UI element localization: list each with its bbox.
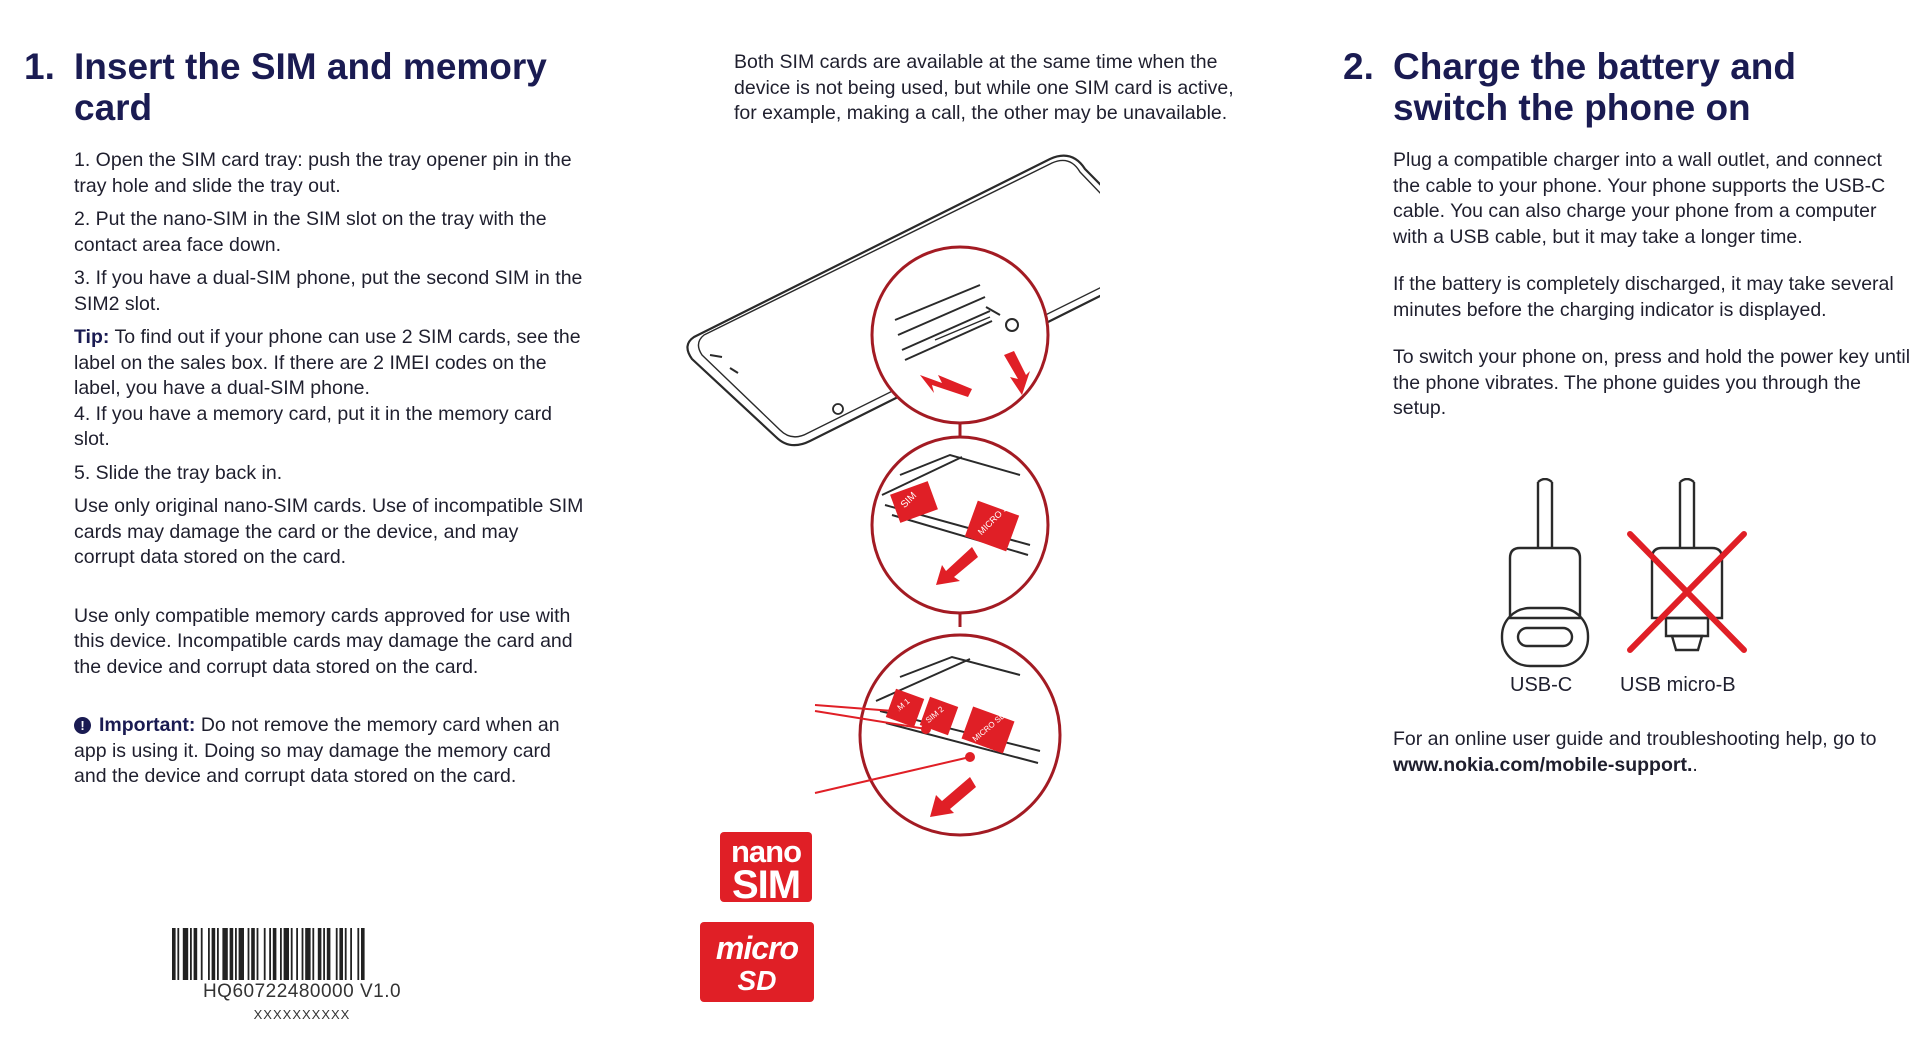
section-2-heading: 2. Charge the battery and switch the pho… <box>1343 46 1913 128</box>
nano-logo-line1: nano <box>730 834 802 869</box>
micro-logo-line1: micro <box>715 930 799 966</box>
barcode-bar <box>344 928 347 980</box>
important-paragraph: ! Important: Do not remove the memory car… <box>74 713 584 790</box>
usb-c-label: USB-C <box>1510 674 1573 696</box>
tip-label: Tip: <box>74 326 110 348</box>
not-compatible-cross-icon <box>1627 531 1747 653</box>
section-1-heading: 1. Insert the SIM and memory card <box>24 46 554 128</box>
usb-micro-label: USB micro-B <box>1620 674 1736 696</box>
warning-memory: Use only compatible memory cards approve… <box>74 604 573 678</box>
tray-hole-icon <box>832 403 844 415</box>
power-on-paragraph: To switch your phone on, press and hold … <box>1393 346 1911 419</box>
important-label: Important: <box>99 714 196 736</box>
barcode-bar <box>251 928 255 980</box>
section-1-number: 1. <box>24 46 55 87</box>
support-url-link[interactable]: www.nokia.com/mobile-support. <box>1393 753 1693 776</box>
section-charge-battery: 2. Charge the battery and switch the pho… <box>1343 46 1913 430</box>
discharged-paragraph: If the battery is completely discharged,… <box>1393 273 1894 321</box>
barcode-bar <box>280 928 282 980</box>
usb-micro-cable-icon <box>1678 477 1696 548</box>
section-1-title: Insert the SIM and memory card <box>74 46 547 128</box>
barcode-bar <box>323 928 325 980</box>
warning-sim: Use only original nano-SIM cards. Use of… <box>74 495 584 568</box>
barcode-bar <box>335 928 338 980</box>
support-prefix: For an online user guide and troubleshoo… <box>1393 728 1877 750</box>
step-3: 3. If you have a dual-SIM phone, put the… <box>74 267 583 315</box>
barcode-bar <box>317 928 322 980</box>
nano-logo-line2: SIM <box>731 863 801 907</box>
usb-cable-illustration: USB-C USB micro-B <box>1480 477 1770 708</box>
barcode-bar <box>177 928 180 980</box>
support-suffix: . <box>1692 753 1698 776</box>
micro-logo-line2: SD <box>737 965 777 996</box>
barcode-bar <box>200 928 203 980</box>
tip-text: To find out if your phone can use 2 SIM … <box>74 326 581 399</box>
usb-cables-svg <box>1500 477 1747 668</box>
barcode-bar <box>208 928 210 980</box>
section-insert-sim: 1. Insert the SIM and memory card 1. Ope… <box>24 46 584 798</box>
section-2-title: Charge the battery and switch the phone … <box>1393 46 1796 128</box>
barcode-bar <box>211 928 216 980</box>
barcode-bar <box>301 928 304 980</box>
step-circle-place-sim: SIM MICRO SD <box>870 435 1050 615</box>
barcode-bar <box>172 928 176 980</box>
barcode-bar <box>247 928 250 980</box>
phone-outline <box>686 154 1100 447</box>
section-1-body: 1. Open the SIM card tray: push the tray… <box>74 148 584 790</box>
barcode-bar <box>256 928 259 980</box>
step-1: 1. Open the SIM card tray: push the tray… <box>74 149 572 197</box>
nano-sim-logo: nano SIM <box>720 832 812 907</box>
step-2: 2. Put the nano-SIM in the SIM slot on t… <box>74 208 547 256</box>
barcode-code: HQ60722480000 V1.0 <box>202 981 402 1002</box>
barcode-bar <box>350 928 352 980</box>
step-5: 5. Slide the tray back in. <box>74 461 283 484</box>
barcode-bar <box>263 928 266 980</box>
step-circle-dual-sim: SIM 1 SIM 2 MICRO SD <box>814 633 1062 837</box>
barcode-bar <box>283 928 289 980</box>
dual-sim-note: Both SIM cards are available at the same… <box>734 51 1234 124</box>
barcode-bars <box>172 928 365 980</box>
barcode-bar <box>305 928 311 980</box>
barcode-bar <box>193 928 198 980</box>
barcode-bar <box>312 928 315 980</box>
step-4: 4. If you have a memory card, put it in … <box>74 402 552 451</box>
barcode-bar <box>222 928 228 980</box>
micro-sd-logo: micro SD <box>700 922 814 1002</box>
barcode-bar <box>272 928 277 980</box>
sim-insertion-illustration: SIM MICRO SD SIM 1 SIM 2 MICRO SD <box>686 154 1100 837</box>
barcode-bar <box>238 928 244 980</box>
charge-paragraph: Plug a compatible charger into a wall ou… <box>1393 149 1886 248</box>
barcode-bar <box>339 928 343 980</box>
section-2-number: 2. <box>1343 46 1374 87</box>
barcode-bar <box>269 928 271 980</box>
important-text: Do not remove the memory card when an ap… <box>74 714 560 787</box>
barcode-sub: XXXXXXXXXX <box>253 1007 351 1022</box>
barcode-bar <box>361 928 365 980</box>
barcode-bar <box>229 928 234 980</box>
barcode-bar <box>296 928 298 980</box>
usb-c-cable-icon <box>1536 477 1554 548</box>
important-icon: ! <box>74 717 91 734</box>
barcode-bar <box>290 928 293 980</box>
barcode: HQ60722480000 V1.0 XXXXXXXXXX <box>172 928 432 1022</box>
barcode-bar <box>190 928 192 980</box>
barcode-bar <box>326 928 331 980</box>
barcode-bar <box>217 928 219 980</box>
tip-paragraph: Tip: To find out if your phone can use 2… <box>74 325 584 402</box>
support-info: For an online user guide and troubleshoo… <box>1393 727 1913 778</box>
barcode-bar <box>235 928 237 980</box>
step-circle-eject <box>870 245 1050 425</box>
section-2-body: Plug a compatible charger into a wall ou… <box>1393 148 1913 422</box>
barcode-bar <box>357 928 360 980</box>
barcode-bar <box>182 928 189 980</box>
